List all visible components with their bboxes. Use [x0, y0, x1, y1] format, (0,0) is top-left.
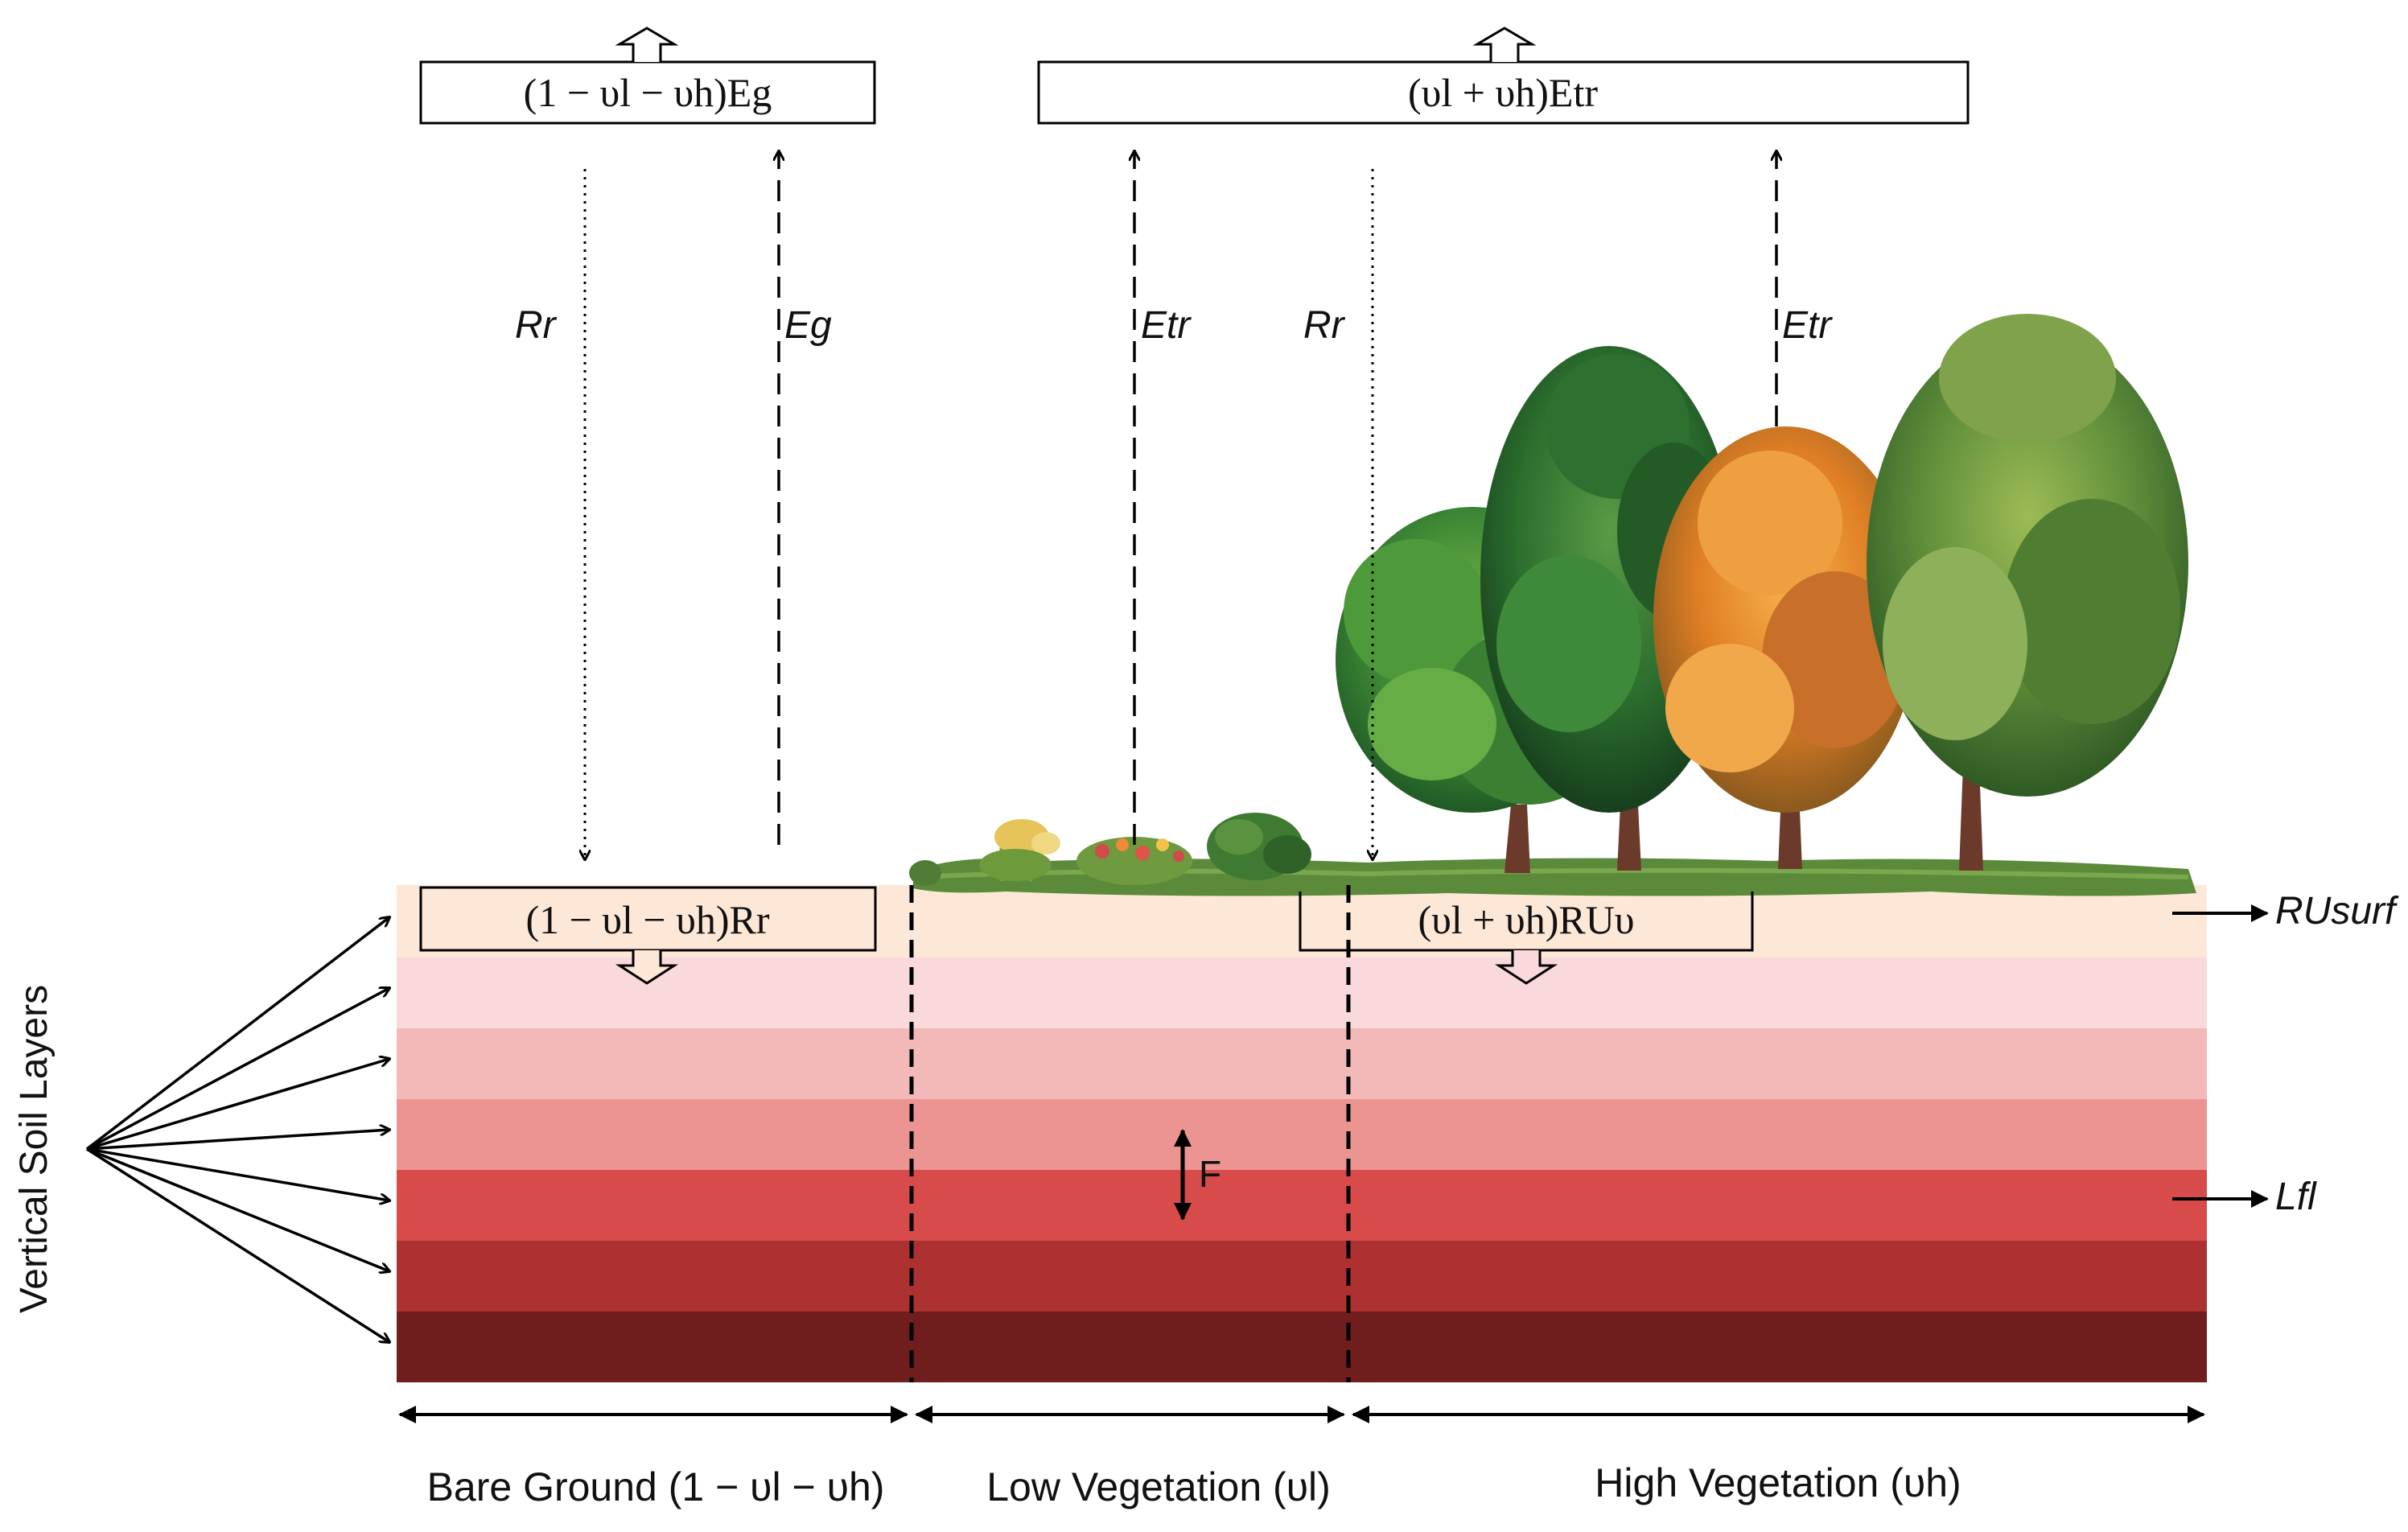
top-evaporation-box: (1 − υl − υh)Eg [419, 27, 876, 125]
soil-layer-3 [397, 1028, 2207, 1099]
surface-runoff-label: RUsurf [2275, 890, 2399, 933]
flux-arrows [585, 151, 1776, 859]
box-veg-top-label: (υl + υh)Etr [1408, 70, 1598, 115]
low-shrubs [909, 813, 1311, 886]
tree-orange [1653, 426, 1919, 813]
vegetation-illustration [909, 314, 2196, 896]
lateral-flow-label: Lfl [2275, 1176, 2317, 1218]
zone-labels: Bare Ground (1 − υl − υh) Low Vegetation… [427, 1460, 1961, 1509]
box-veg-runoff-label: (υl + υh)RUυ [1418, 897, 1634, 942]
zone-separators [909, 885, 1351, 1382]
zone-bare-label: Bare Ground (1 − υl − υh) [427, 1464, 885, 1509]
hollow-up-arrow-icon [615, 27, 679, 62]
flux-labels: Rr Eg Etr Rr Etr [515, 304, 1833, 347]
veg-runoff-box: (υl + υh)RUυ [1299, 892, 1754, 985]
bare-runoff-box: (1 − υl − υh)Rr [419, 886, 877, 985]
soil-layer-2 [397, 958, 2207, 1028]
box-bare-top-label: (1 − υl − υh)Eg [524, 70, 772, 115]
box-bare-runoff-label: (1 − υl − υh)Rr [525, 897, 769, 942]
percolation-label: F [1199, 1153, 1221, 1195]
soil-profile [397, 885, 2207, 1382]
trans-high-label: Etr [1782, 304, 1833, 347]
hollow-up-arrow-icon [1472, 27, 1537, 62]
zone-low-label: Low Vegetation (υl) [986, 1464, 1331, 1509]
soil-layer-6 [397, 1241, 2207, 1312]
lateral-flow-outflow: Lfl [2172, 1176, 2317, 1218]
soil-layer-5 [397, 1170, 2207, 1241]
surface-runoff-outflow: RUsurf [2172, 890, 2399, 933]
rain-bare-label: Rr [515, 304, 558, 347]
soil-layer-4 [397, 1099, 2207, 1170]
soil-layer-pointers [85, 917, 389, 1342]
hollow-down-arrow-icon [1494, 950, 1558, 985]
hollow-down-arrow-icon [615, 950, 679, 985]
evap-bare-label: Eg [784, 304, 832, 347]
rain-veg-label: Rr [1303, 304, 1346, 347]
zone-high-label: High Vegetation (υh) [1595, 1460, 1961, 1505]
soil-layers-label: Vertical Soil Layers [13, 985, 56, 1313]
top-transpiration-box: (υl + υh)Etr [1037, 27, 1970, 125]
soil-layer-7 [397, 1312, 2207, 1382]
percolation-flux: F [1174, 1129, 1221, 1221]
trans-low-label: Etr [1141, 304, 1192, 347]
tree-olive-right [1867, 314, 2188, 797]
